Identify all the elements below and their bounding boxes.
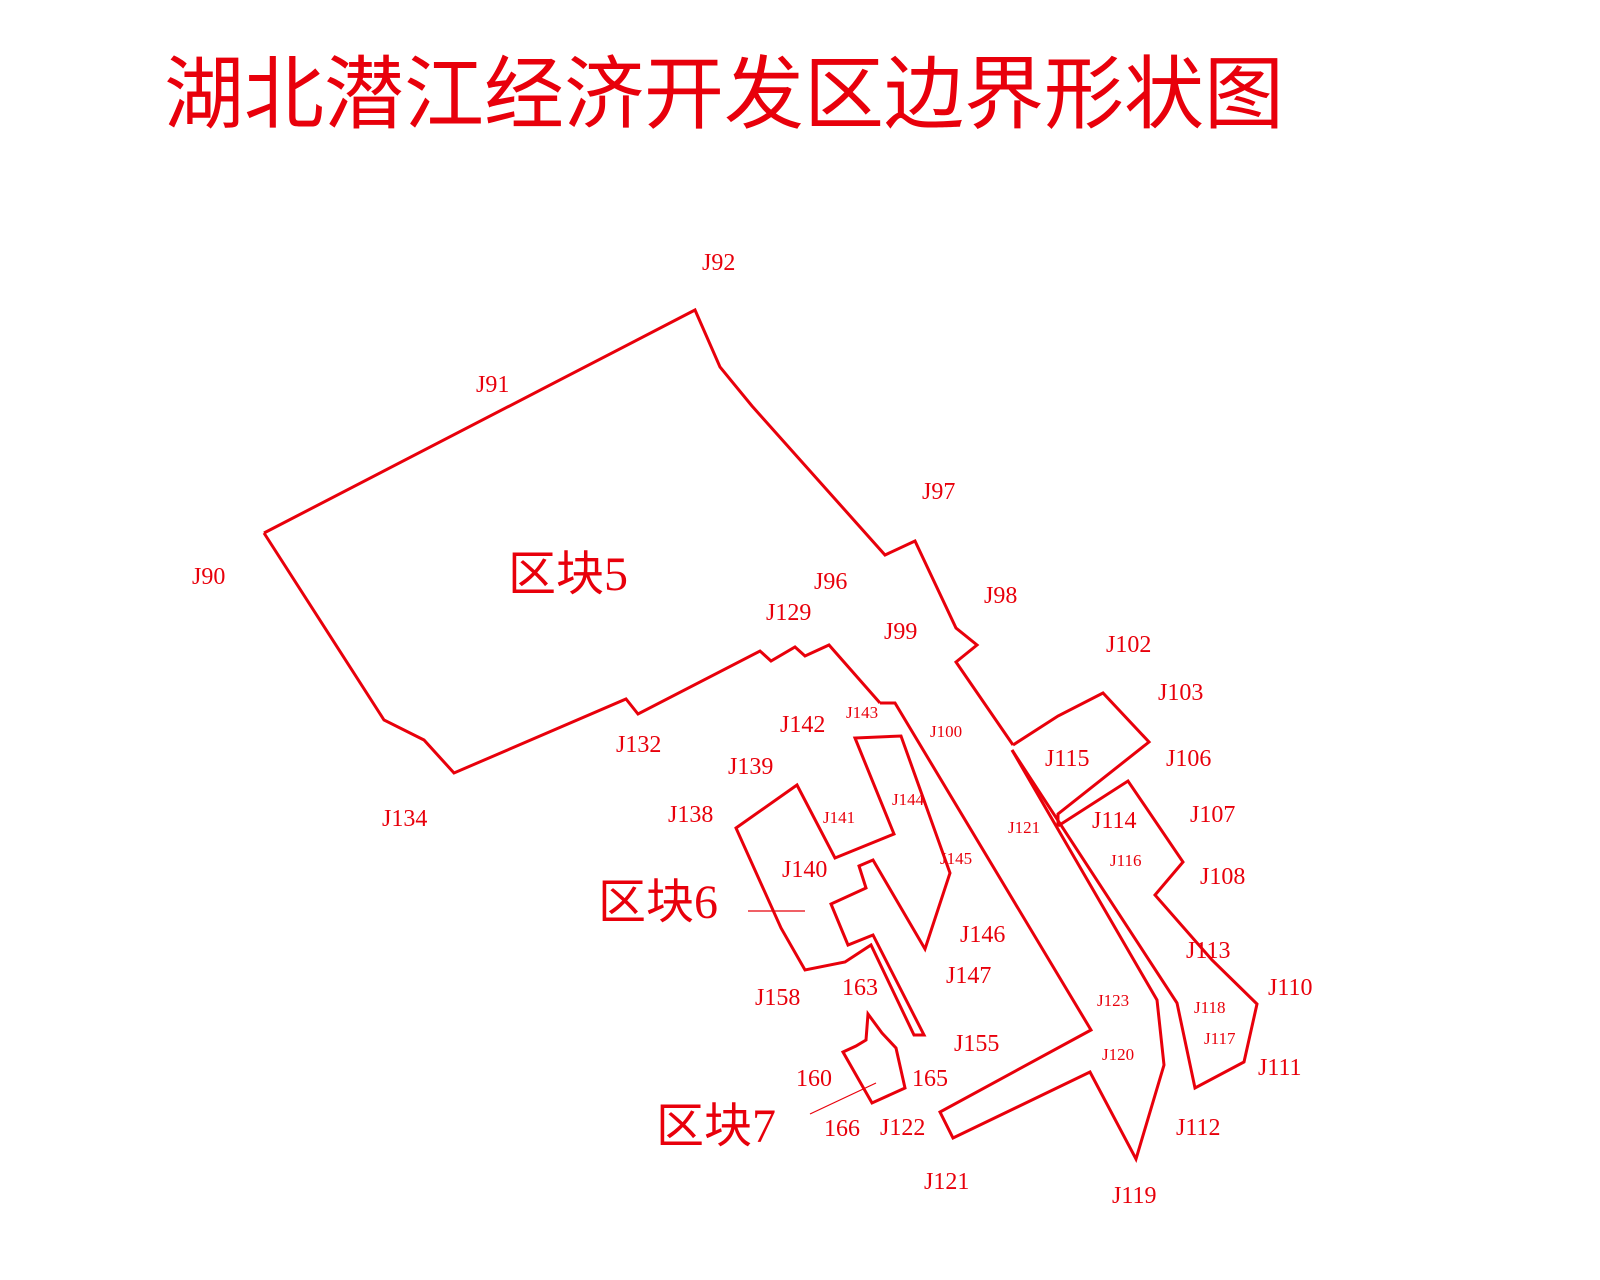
point-label: J112 [1176,1115,1220,1141]
block5-boundary [263,307,1015,746]
point-label: J120 [1102,1045,1134,1064]
point-label: J140 [782,857,827,883]
point-label: J147 [946,963,991,989]
point-label: J106 [1166,746,1211,772]
point-label: 163 [842,975,878,1001]
point-label: J100 [930,722,962,741]
point-label: 166 [824,1116,860,1142]
block5-label: 区块5 [508,548,628,601]
block5-boundary-south [262,532,882,775]
point-label: J114 [1092,808,1136,834]
block7-label: 区块7 [656,1100,776,1153]
point-label: J96 [814,569,847,595]
point-label: J111 [1258,1055,1302,1081]
point-label: J116 [1110,851,1142,870]
point-label: J132 [616,732,661,758]
point-label: J129 [766,600,811,626]
block6-label: 区块6 [598,876,718,929]
point-label: J110 [1268,975,1312,1001]
point-label: J118 [1194,998,1226,1017]
point-label: J97 [922,479,955,505]
point-label: J91 [476,372,509,398]
point-label: J141 [823,808,855,827]
point-label: J108 [1200,864,1245,890]
point-label: J158 [755,985,800,1011]
point-label: 165 [912,1066,948,1092]
point-label: 160 [796,1066,832,1092]
point-label: J155 [954,1031,999,1057]
point-label: J134 [382,806,427,832]
point-label: J98 [984,583,1017,609]
block-j107-boundary [1010,749,1259,1091]
point-label: J119 [1112,1183,1156,1209]
point-label: J138 [668,802,713,828]
point-label: J90 [192,564,225,590]
point-label: J143 [846,703,878,722]
point-label: J113 [1186,938,1230,964]
point-label: J117 [1204,1029,1236,1048]
block7-leader [809,1082,877,1115]
point-label: J102 [1106,632,1151,658]
point-label: J103 [1158,680,1203,706]
point-label: J139 [728,754,773,780]
point-label: J115 [1045,746,1089,772]
point-label: J145 [940,849,972,868]
map-title: 湖北潜江经济开发区边界形状图 [164,48,1284,141]
block6-boundary-west [734,734,952,1037]
point-label: J121 [924,1169,969,1195]
point-label: J146 [960,922,1005,948]
central-corridor-boundary [880,701,1166,1163]
block7-boundary [840,1009,907,1105]
point-label: J123 [1097,991,1129,1010]
point-label: J121 [1008,818,1040,837]
point-label: J144 [892,790,925,809]
point-label: J92 [702,250,735,276]
block-j102-boundary [1012,691,1152,826]
point-label: J107 [1190,802,1235,828]
point-label: J142 [780,712,825,738]
point-label: J122 [880,1115,925,1141]
point-label: J99 [884,619,917,645]
